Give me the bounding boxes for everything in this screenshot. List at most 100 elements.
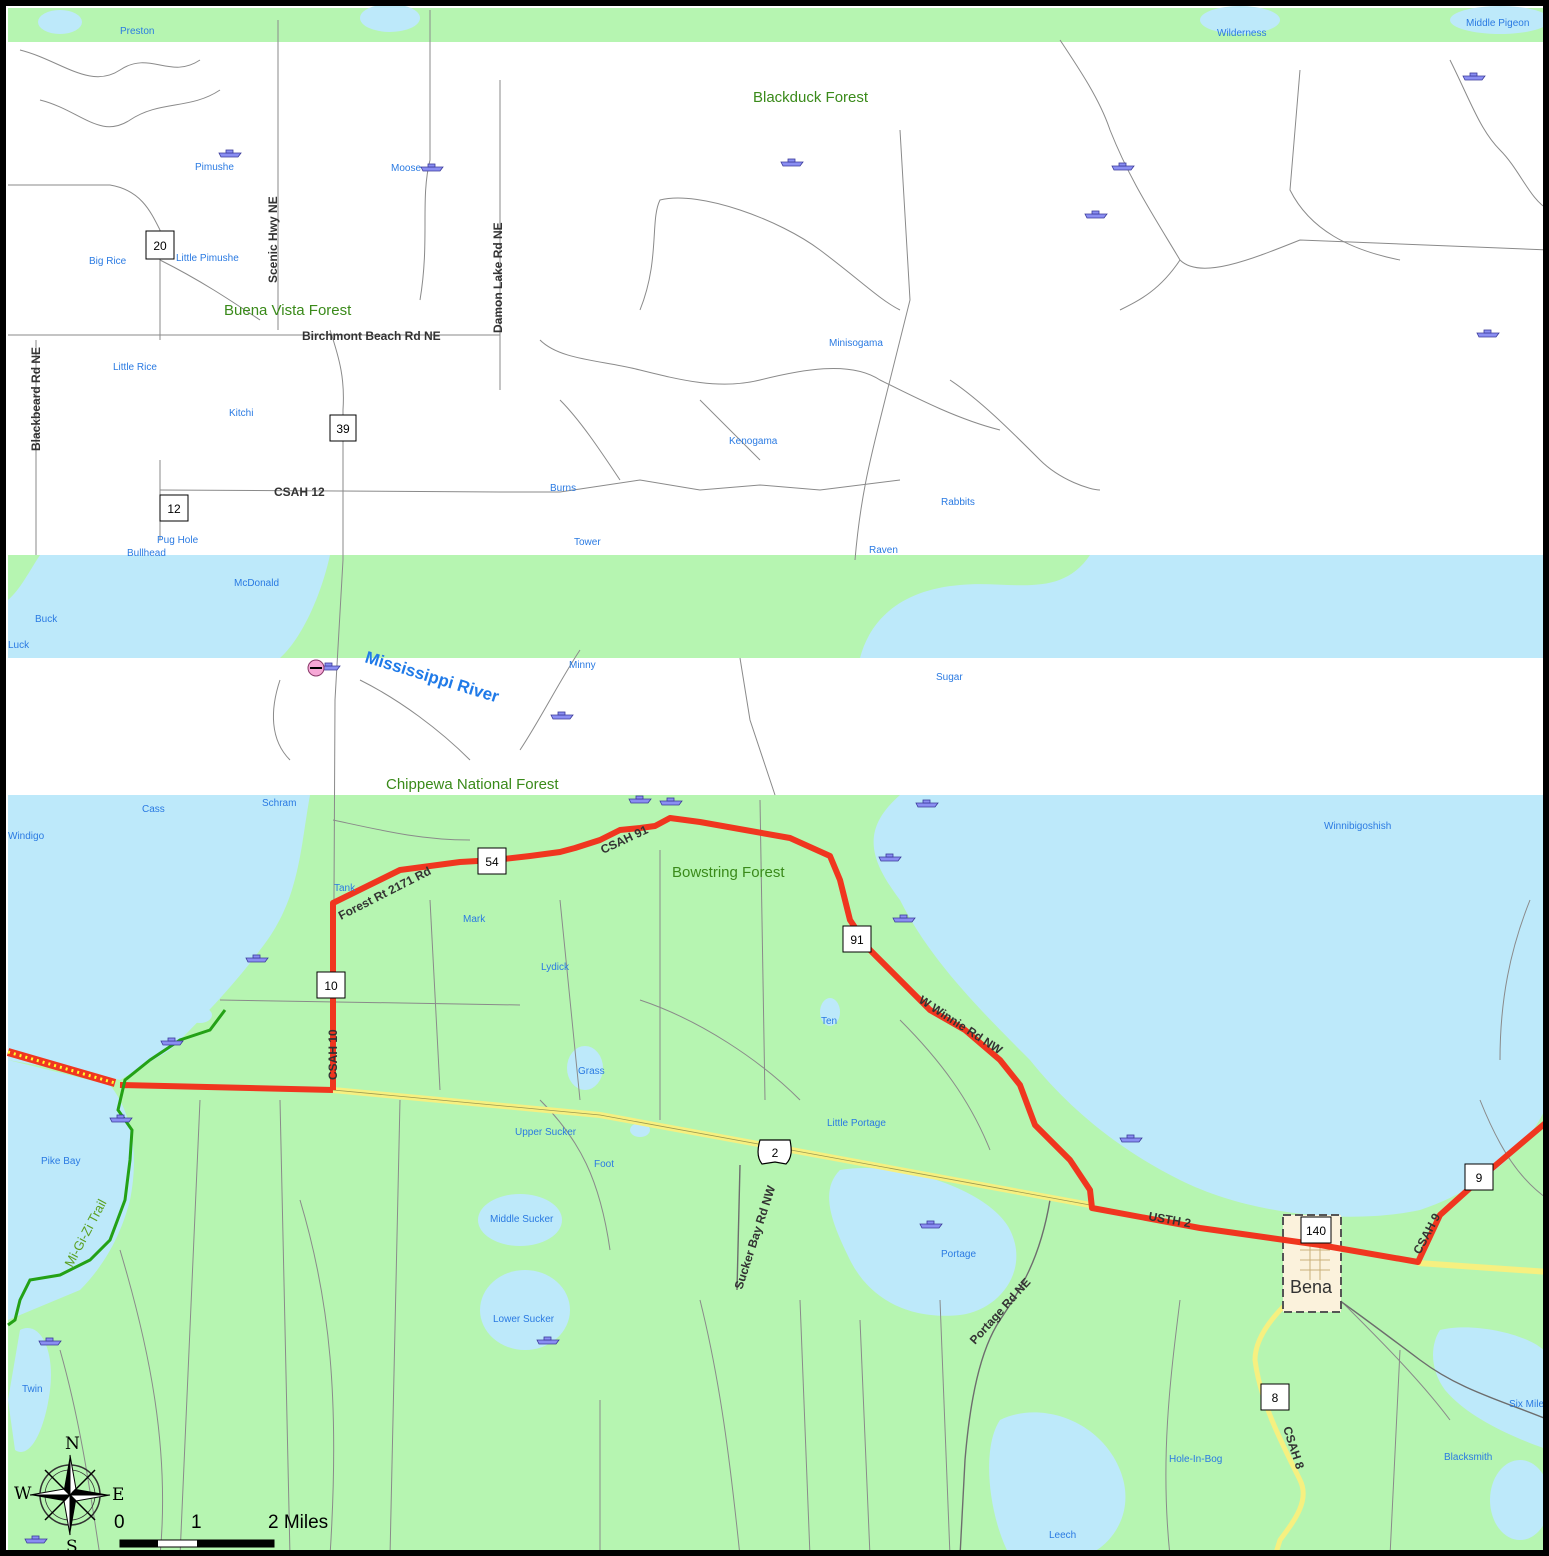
svg-text:39: 39: [336, 422, 350, 436]
road-label-blackbeard: Blackbeard Rd NE: [29, 347, 43, 451]
svg-text:54: 54: [485, 855, 499, 869]
lake-label-rabbits: Rabbits: [941, 497, 975, 508]
lake-label-windigo: Windigo: [8, 831, 45, 842]
lake-label-burns: Burns: [550, 483, 576, 494]
trail-migizi-line: [7, 1009, 227, 1327]
lake-cass: [8, 795, 310, 1080]
lake-label-lydick: Lydick: [541, 962, 570, 973]
lake-label-minisogama: Minisogama: [829, 338, 883, 349]
lake-label-tank: Tank: [334, 883, 356, 894]
lake-label-upper-sucker: Upper Sucker: [515, 1127, 577, 1138]
shield-39[interactable]: 39: [329, 414, 357, 442]
lake-label-mcdonald: McDonald: [234, 578, 279, 589]
lake-label-six-mile: Six Mile: [1509, 1399, 1544, 1410]
lake-label-pug-hole: Pug Hole: [157, 535, 199, 546]
lake-label-winnibigoshish: Winnibigoshish: [1324, 821, 1391, 832]
lake-twin: [8, 1328, 51, 1452]
water-middle-strip: [8, 555, 1549, 658]
road-portage-line: [959, 1199, 1051, 1556]
shield-20[interactable]: 20: [145, 230, 175, 260]
lake-label-bullhead: Bullhead: [127, 548, 166, 559]
shield-10[interactable]: 10: [316, 971, 346, 999]
lake-label-pimushe: Pimushe: [195, 162, 234, 173]
lake-label-wilderness: Wilderness: [1217, 28, 1266, 39]
road-label-birchmont: Birchmont Beach Rd NE: [302, 329, 441, 343]
forest-label-bowstring: Bowstring Forest: [672, 864, 785, 881]
water-top-strip: [38, 4, 1549, 34]
road-label-damon-lake: Damon Lake Rd NE: [491, 222, 505, 333]
lake-label-middle-sucker: Middle Sucker: [490, 1214, 554, 1225]
scale-bar: 0 1 2 Miles: [114, 1512, 328, 1548]
highway-usth2-red-west: [119, 1082, 334, 1093]
compass-e-label: E: [112, 1485, 124, 1505]
svg-text:91: 91: [850, 933, 864, 947]
road-sucker-bay-line: [736, 1164, 741, 1291]
compass-s-label: S: [66, 1537, 78, 1556]
route-shields: 20 39 12 54 91 10 2 140 9 8: [145, 230, 1494, 1411]
highway-route-main: [330, 815, 1549, 1265]
lake-label-foot: Foot: [594, 1159, 614, 1170]
scale-label-2-miles: 2 Miles: [268, 1512, 328, 1533]
minor-roads: [8, 10, 1549, 1556]
lake-winnibigoshish: [873, 795, 1549, 1217]
forest-label-buena-vista: Buena Vista Forest: [224, 302, 352, 319]
road-label-csah10: CSAH 10: [326, 1029, 340, 1080]
lake-label-sugar: Sugar: [936, 672, 963, 683]
compass-n-label: N: [65, 1434, 80, 1454]
forest-label-chippewa: Chippewa National Forest: [386, 776, 559, 793]
lake-label-little-portage: Little Portage: [827, 1118, 886, 1129]
shield-54[interactable]: 54: [477, 847, 507, 875]
svg-text:12: 12: [167, 502, 181, 516]
lake-label-cass: Cass: [142, 804, 165, 815]
lake-label-minny: Minny: [569, 660, 596, 671]
lake-label-buck: Buck: [35, 614, 58, 625]
lake-label-grass: Grass: [578, 1066, 605, 1077]
svg-text:140: 140: [1306, 1224, 1326, 1238]
lake-label-little-pimushe: Little Pimushe: [176, 253, 239, 264]
shield-9[interactable]: 9: [1464, 1163, 1494, 1191]
lake-label-hole-in-bog: Hole-In-Bog: [1169, 1454, 1222, 1465]
shield-us-2[interactable]: 2: [757, 1139, 792, 1165]
compass-w-label: W: [14, 1484, 32, 1504]
highway-usth2-dotted: [7, 1050, 116, 1085]
lake-label-kenogama: Kenogama: [729, 436, 778, 447]
compass-rose: N S E W: [14, 1434, 124, 1556]
lake-labels: Preston Wilderness Middle Pigeon Pimushe…: [8, 18, 1544, 1541]
dam-icon: [307, 659, 325, 677]
lake-label-middle-pigeon: Middle Pigeon: [1466, 18, 1529, 29]
land-strip-top: [8, 8, 1549, 42]
highway-usth2-yellow-east: [1417, 1260, 1549, 1275]
red-highways: [119, 815, 1549, 1265]
shield-8[interactable]: 8: [1260, 1383, 1290, 1411]
lake-label-mark: Mark: [463, 914, 486, 925]
forest-label-blackduck: Blackduck Forest: [753, 89, 869, 106]
water-south: [8, 795, 1549, 1556]
lake-label-little-rice: Little Rice: [113, 362, 157, 373]
lake-label-preston: Preston: [120, 26, 154, 37]
lake-label-portage: Portage: [941, 1249, 976, 1260]
lake-label-blacksmith: Blacksmith: [1444, 1452, 1492, 1463]
shield-140[interactable]: 140: [1300, 1216, 1332, 1244]
shield-91[interactable]: 91: [842, 925, 872, 953]
svg-text:9: 9: [1476, 1171, 1483, 1185]
road-label-csah12: CSAH 12: [274, 485, 325, 499]
lake-label-schram: Schram: [262, 798, 296, 809]
lake-label-tower: Tower: [574, 537, 601, 548]
svg-text:10: 10: [324, 979, 338, 993]
lake-label-leech: Leech: [1049, 1530, 1076, 1541]
lake-label-big-rice: Big Rice: [89, 256, 127, 267]
lake-label-moose: Moose: [391, 163, 421, 174]
lake-label-pike-bay: Pike Bay: [41, 1156, 80, 1167]
lake-label-ten: Ten: [821, 1016, 837, 1027]
svg-text:8: 8: [1272, 1391, 1279, 1405]
shield-12[interactable]: 12: [159, 494, 189, 522]
lake-label-luck: Luck: [8, 640, 30, 651]
road-label-scenic-hwy: Scenic Hwy NE: [266, 196, 280, 283]
highway-usth2-outline: [332, 1089, 1091, 1206]
lake-label-kitchi: Kitchi: [229, 408, 253, 419]
scale-label-0: 0: [114, 1512, 125, 1533]
lake-pike-bay: [8, 1060, 134, 1320]
town-label-bena: Bena: [1290, 1277, 1333, 1297]
